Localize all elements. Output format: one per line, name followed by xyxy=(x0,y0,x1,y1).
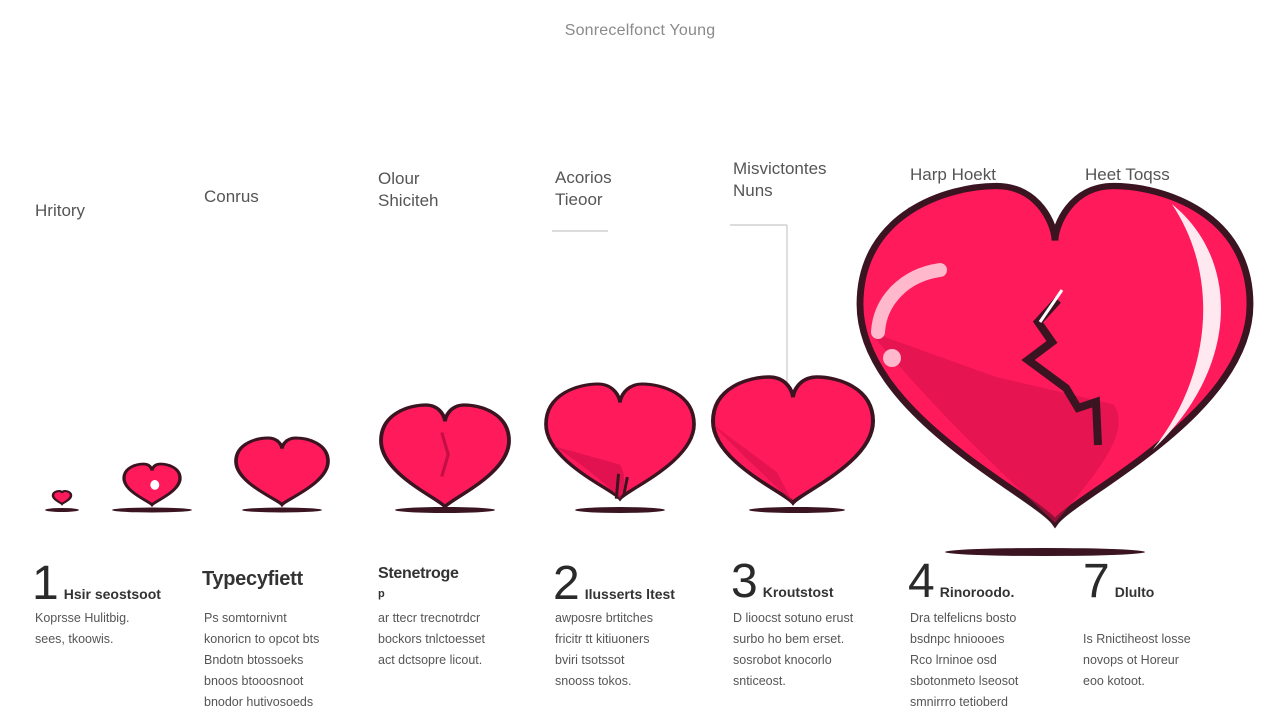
heart-stage-3 xyxy=(236,438,328,505)
step-6-heading: 4 Rinoroodo. xyxy=(908,558,1014,606)
step-7-description: Is Rnictiheost losse novops ot Horeur eo… xyxy=(1083,629,1191,692)
step-4-description: awposre brtitches fricitr tt kitiuoners … xyxy=(555,608,653,692)
step-1-heading: 1 Hsir seostsoot xyxy=(32,560,161,608)
heart-stage-4 xyxy=(381,405,509,507)
step-3-description: ar ttecr trecnotrdcr bockors tnlctoesset… xyxy=(378,608,485,671)
heart-stage-1 xyxy=(53,491,71,504)
label-line: Misvictontes xyxy=(733,159,827,178)
label-stage-1: Hritory xyxy=(35,200,85,222)
desc-line: D lioocst sotuno erust xyxy=(733,611,854,625)
desc-line: Dra telfelicns bosto xyxy=(910,611,1017,625)
desc-line: sosrobot knocorlo xyxy=(733,653,832,667)
desc-line: Koprsse Hulitbig. xyxy=(35,611,130,625)
desc-line: sees, tkoowis. xyxy=(35,632,114,646)
desc-line: bsdnpc hnioooes xyxy=(910,632,1005,646)
desc-line: bnodor hutivosoeds xyxy=(204,695,314,709)
step-7-heading: 7 Dlulto xyxy=(1083,558,1154,606)
step-5-title: Kroutstost xyxy=(762,584,834,600)
label-stage-6: Harp Hoekt xyxy=(910,164,996,186)
step-4-heading: 2 Ilusserts ltest xyxy=(553,560,675,608)
step-4-number: 2 xyxy=(553,557,580,610)
heart-stage-2 xyxy=(124,464,180,505)
step-6-number: 4 xyxy=(908,555,935,608)
step-6-description: Dra telfelicns bosto bsdnpc hnioooes Rco… xyxy=(910,608,1018,713)
step-3-heading: Stenetroge xyxy=(378,565,459,583)
label-line: Acorios xyxy=(555,168,612,187)
desc-line: smnirrro tetioberd xyxy=(910,695,1008,709)
desc-line: bockors tnlctoesset xyxy=(378,632,485,646)
heart-stage-5 xyxy=(546,384,694,499)
desc-line: act dctsopre licout. xyxy=(378,653,483,667)
step-5-heading: 3 Kroutstost xyxy=(731,558,833,606)
step-1-title: Hsir seostsoot xyxy=(63,586,161,602)
label-stage-3: Olour Shiciteh xyxy=(378,168,438,212)
desc-line: Is Rnictiheost losse xyxy=(1083,632,1191,646)
desc-line: surbo ho bem erset. xyxy=(733,632,845,646)
desc-line: sbotonmeto lseosot xyxy=(910,674,1019,688)
step-4-title: Ilusserts ltest xyxy=(584,586,675,602)
desc-line: Ps somtornivnt xyxy=(204,611,287,625)
heart-stage-6 xyxy=(713,377,873,503)
label-line: Conrus xyxy=(204,187,259,206)
desc-line: Bndotn btossoeks xyxy=(204,653,304,667)
desc-line: snooss tokos. xyxy=(555,674,632,688)
label-stage-5: Misvictontes Nuns xyxy=(733,158,827,202)
step-5-description: D lioocst sotuno erust surbo ho bem erse… xyxy=(733,608,853,692)
desc-line: bviri tsotssot xyxy=(555,653,625,667)
desc-line: bnoos btooosnoot xyxy=(204,674,304,688)
label-line: Harp Hoekt xyxy=(910,165,996,184)
heart-stage-7-broken xyxy=(860,186,1250,523)
desc-line: ar ttecr trecnotrdcr xyxy=(378,611,481,625)
desc-line: fricitr tt kitiuoners xyxy=(555,632,650,646)
step-5-number: 3 xyxy=(731,555,758,608)
step-7-title: Dlulto xyxy=(1114,584,1155,600)
desc-line: konoricn to opcot bts xyxy=(204,632,320,646)
desc-line: eoo kotoot. xyxy=(1083,674,1145,688)
label-stage-7: Heet Toqss xyxy=(1085,164,1170,186)
desc-line: awposre brtitches xyxy=(555,611,653,625)
label-line: Nuns xyxy=(733,181,773,200)
step-3-title: Stenetroge xyxy=(378,565,459,582)
step-2-title: Typecyfiett xyxy=(202,568,303,590)
label-line: Heet Toqss xyxy=(1085,165,1170,184)
step-3-marker: p xyxy=(378,588,385,600)
label-line: Olour xyxy=(378,169,420,188)
step-2-description: Ps somtornivnt konoricn to opcot bts Bnd… xyxy=(204,608,319,713)
desc-line: snticeost. xyxy=(733,674,786,688)
label-stage-2: Conrus xyxy=(204,186,259,208)
label-line: Shiciteh xyxy=(378,191,439,210)
desc-line: Rco lrninoe osd xyxy=(910,653,997,667)
step-2-heading: Typecyfiett xyxy=(202,568,303,591)
label-line: Hritory xyxy=(35,201,86,220)
label-line: Tieoor xyxy=(555,190,603,209)
ground-shadows xyxy=(45,507,1145,556)
step-1-description: Koprsse Hulitbig. sees, tkoowis. xyxy=(35,608,130,650)
desc-line: novops ot Horeur xyxy=(1083,653,1179,667)
label-stage-4: Acorios Tieoor xyxy=(555,167,612,211)
step-7-number: 7 xyxy=(1083,555,1110,608)
step-6-title: Rinoroodo. xyxy=(939,584,1015,600)
subtitle: Sonrecelfonct Young xyxy=(564,22,716,39)
step-1-number: 1 xyxy=(32,557,59,610)
